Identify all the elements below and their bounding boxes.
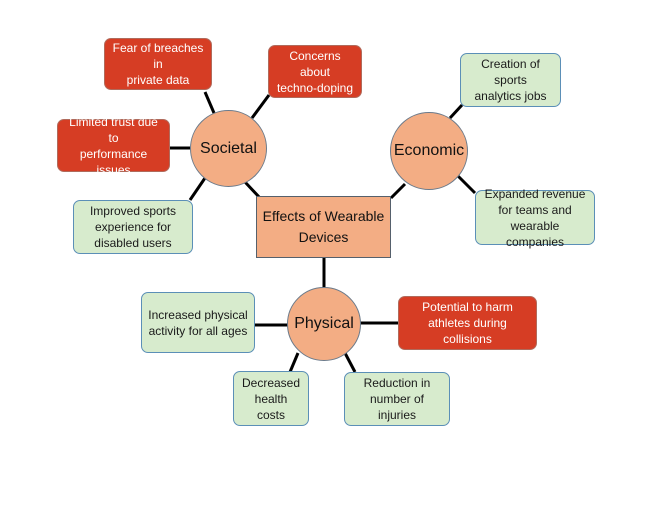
- central-node-label: Effects of Wearable Devices: [262, 208, 385, 245]
- node-collision-harm-label: Potential to harm athletes during collis…: [422, 300, 513, 346]
- hub-societal-label: Societal: [200, 139, 257, 157]
- node-disabled-users-label: Improved sports experience for disabled …: [89, 204, 177, 250]
- connector-societal-technodoping: [250, 94, 271, 119]
- connector-center-economic: [389, 182, 407, 200]
- node-privacy-fear-label: Fear of breaches in private data: [112, 41, 204, 87]
- node-expanded-revenue-label: Expanded revenue for teams and wearable …: [484, 186, 586, 249]
- node-health-costs: Decreased health costs: [233, 371, 309, 426]
- node-disabled-users: Improved sports experience for disabled …: [73, 200, 193, 254]
- node-limited-trust: Limited trust due to performance issues: [57, 115, 170, 177]
- hub-physical-label: Physical: [294, 315, 354, 332]
- connector-center-societal: [243, 180, 262, 200]
- node-health-costs-label: Decreased health costs: [241, 375, 301, 422]
- node-injury-reduction: Reduction in number of injuries: [344, 372, 450, 426]
- connector-economic-jobs: [448, 103, 464, 120]
- connector-physical-injuries: [343, 352, 357, 373]
- node-analytics-jobs-label: Creation of sports analytics jobs: [474, 57, 547, 103]
- hub-physical: Physical: [287, 287, 361, 361]
- node-expanded-revenue: Expanded revenue for teams and wearable …: [475, 187, 595, 249]
- connector-physical-healthcosts: [288, 352, 300, 373]
- node-collision-harm: Potential to harm athletes during collis…: [398, 296, 537, 350]
- central-node: Effects of Wearable Devices: [256, 196, 391, 258]
- node-techno-doping: Concerns about techno-doping: [268, 45, 362, 98]
- node-privacy-fear: Fear of breaches in private data: [104, 38, 212, 90]
- node-techno-doping-label: Concerns about techno-doping: [276, 48, 354, 95]
- hub-societal: Societal: [190, 110, 267, 187]
- connector-economic-revenue: [455, 173, 477, 195]
- node-physical-activity: Increased physical activity for all ages: [141, 292, 255, 353]
- node-limited-trust-label: Limited trust due to performance issues: [69, 114, 158, 177]
- hub-economic-label: Economic: [393, 142, 465, 159]
- node-analytics-jobs: Creation of sports analytics jobs: [460, 53, 561, 107]
- hub-economic: Economic: [390, 112, 468, 190]
- connector-societal-privacy: [203, 91, 216, 114]
- connector-societal-disabled: [188, 177, 207, 201]
- node-injury-reduction-label: Reduction in number of injuries: [363, 376, 431, 422]
- node-physical-activity-label: Increased physical activity for all ages: [148, 307, 248, 338]
